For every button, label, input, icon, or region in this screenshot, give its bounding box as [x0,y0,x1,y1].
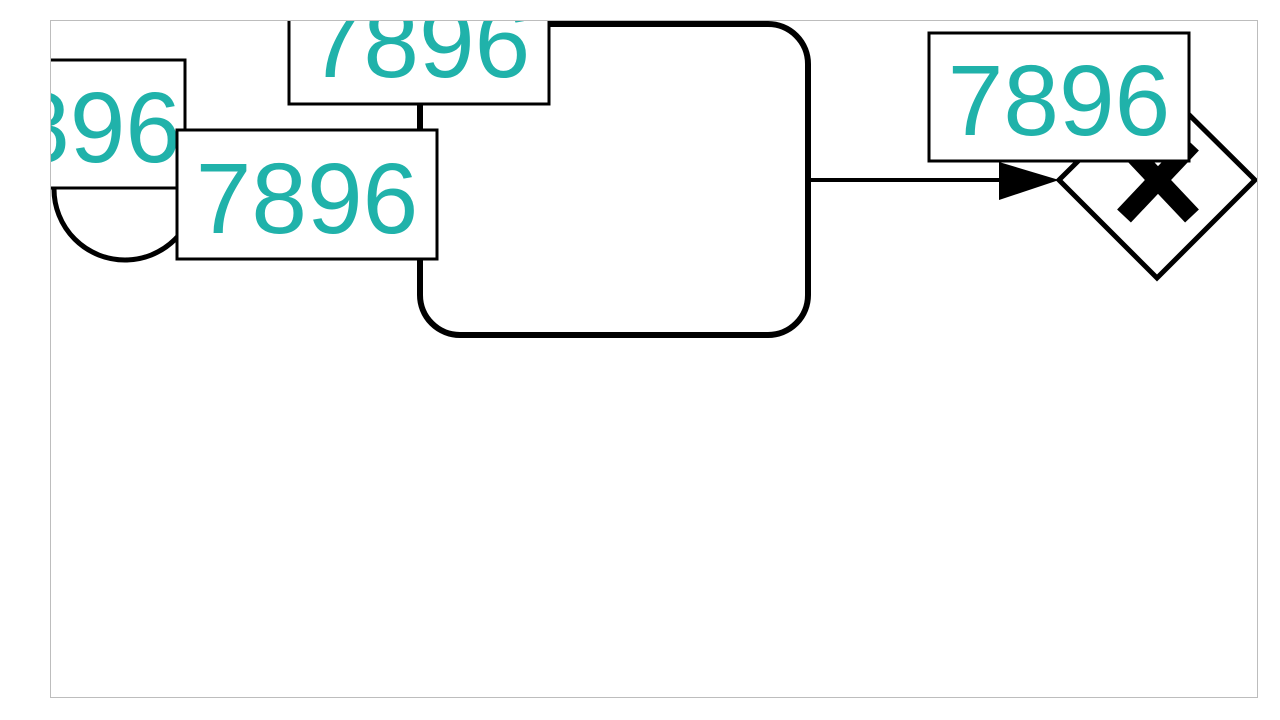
gateway-label[interactable]: 7896 [927,31,1191,163]
start-event-label[interactable]: 7896 [51,58,187,190]
task-top-label-text: 7896 [308,21,530,99]
diagram-svg: 7896 7896 7896 7896 [51,21,1257,338]
diagram-viewport: 7896 7896 7896 7896 [50,20,1258,698]
gateway-label-text: 7896 [948,45,1170,157]
task-left-label-text: 7896 [196,143,418,255]
task-left-label[interactable]: 7896 [175,128,439,261]
start-event-shape[interactable] [51,188,199,263]
task-top-label[interactable]: 7896 [287,21,551,106]
arrowhead-icon [999,162,1059,200]
start-event-label-text: 7896 [51,72,181,184]
